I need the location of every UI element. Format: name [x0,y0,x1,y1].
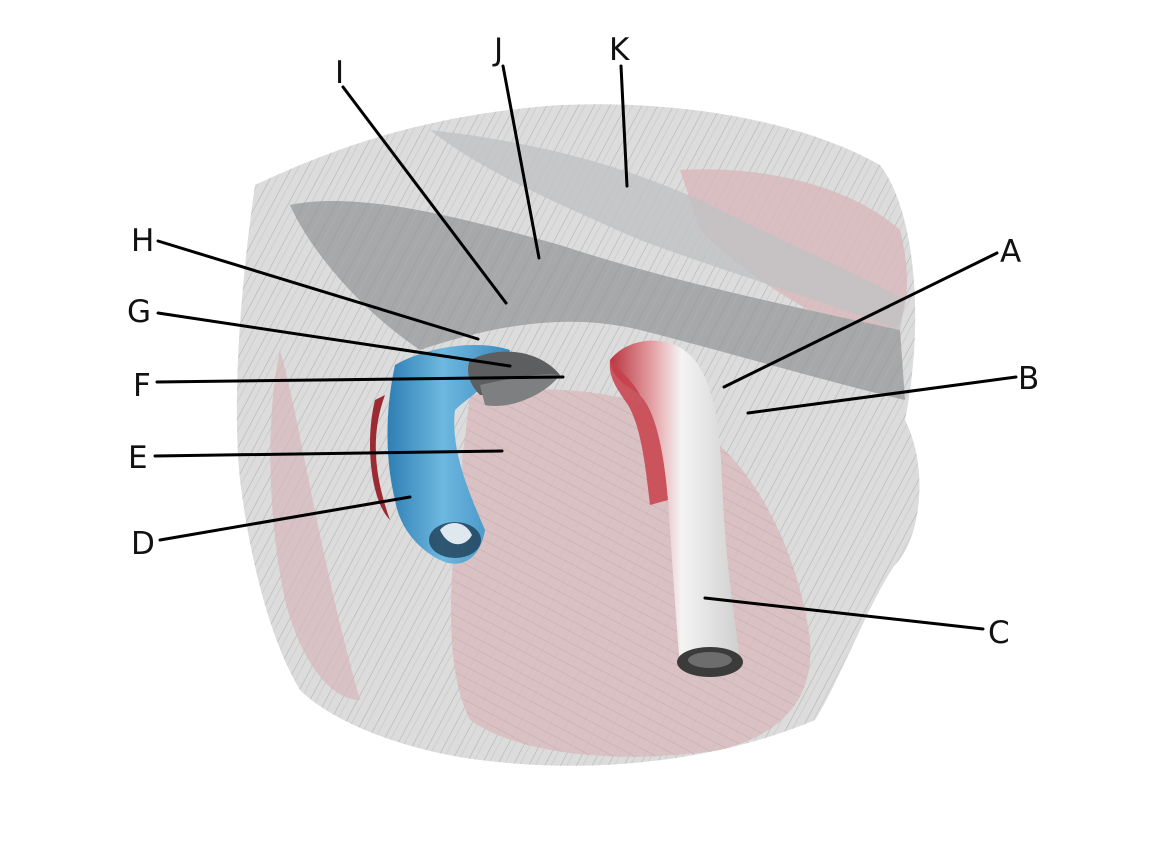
leader-line-k [619,64,629,188]
label-f: F [133,368,151,404]
label-a: A [1000,234,1021,270]
labels: A B C D E F G H I J K [127,32,1039,651]
label-b: B [1018,361,1039,397]
leader-line-a [722,251,999,389]
leader-line-g [156,311,512,368]
leader-line-c [703,596,985,631]
label-c: C [988,615,1010,651]
label-h: H [131,223,154,259]
label-e: E [128,440,148,476]
ligament-band [290,130,905,400]
leader-line-e [153,449,504,458]
femoral-artery [609,340,743,677]
femoral-vein [370,345,510,564]
leader-line-f [155,375,565,384]
label-d: D [131,526,155,562]
label-g: G [127,294,151,330]
leader-line-b [746,375,1018,415]
leader-line-j [501,64,541,260]
leader-lines [153,64,1018,631]
label-i: I [335,55,344,91]
leader-line-i [341,85,508,305]
leader-line-h [156,239,480,341]
label-k: K [609,32,630,68]
label-j: J [492,32,503,68]
leader-line-d [158,495,412,542]
